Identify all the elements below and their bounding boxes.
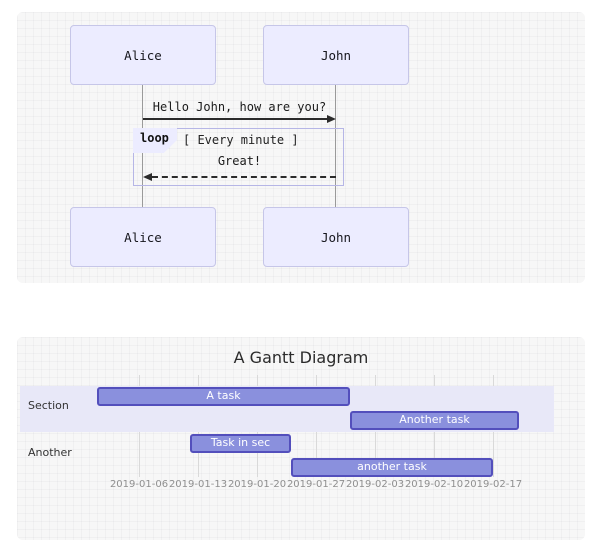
gantt-axis-tick-label: 2019-01-13 — [168, 479, 228, 490]
gantt-section-label: Section — [28, 399, 69, 412]
gantt-task-bar: Task in sec — [190, 434, 291, 453]
gantt-axis-tick-label: 2019-02-03 — [345, 479, 405, 490]
gantt-axis-tick-label: 2019-01-20 — [227, 479, 287, 490]
gantt-task-bar: another task — [291, 458, 493, 477]
gantt-chart-panel — [17, 337, 585, 540]
actor-label-john: John — [320, 47, 352, 63]
gantt-title: A Gantt Diagram — [233, 348, 369, 367]
gantt-task-label: another task — [357, 460, 427, 473]
actor-label-john: John — [320, 229, 352, 245]
loop-label: loop — [140, 131, 169, 145]
gantt-task-bar: Another task — [350, 411, 519, 430]
gantt-task-label: A task — [206, 389, 241, 402]
gantt-axis-tick-label: 2019-02-10 — [404, 479, 464, 490]
message-arrow-hello — [143, 118, 328, 120]
message-text-great: Great! — [217, 154, 262, 168]
loop-frame — [133, 128, 344, 186]
message-arrow-great — [152, 176, 336, 178]
arrowhead-right-icon — [327, 115, 336, 123]
actor-box-john-bottom: John — [263, 207, 409, 267]
actor-box-alice-top: Alice — [70, 25, 216, 85]
gantt-axis-tick-label: 2019-02-17 — [463, 479, 523, 490]
arrowhead-left-icon — [143, 173, 152, 181]
actor-box-alice-bottom: Alice — [70, 207, 216, 267]
gantt-task-label: Another task — [399, 413, 470, 426]
gantt-task-bar: A task — [97, 387, 350, 406]
gantt-axis-tick-label: 2019-01-27 — [286, 479, 346, 490]
gantt-task-label: Task in sec — [210, 436, 271, 449]
lifeline-john — [335, 85, 336, 207]
loop-condition: [ Every minute ] — [183, 133, 299, 147]
actor-label-alice: Alice — [124, 47, 162, 63]
actor-box-john-top: John — [263, 25, 409, 85]
message-text-hello: Hello John, how are you? — [152, 100, 327, 114]
gantt-section-label: Another — [28, 446, 72, 459]
gantt-axis-tick-label: 2019-01-06 — [109, 479, 169, 490]
actor-label-alice: Alice — [124, 229, 162, 245]
